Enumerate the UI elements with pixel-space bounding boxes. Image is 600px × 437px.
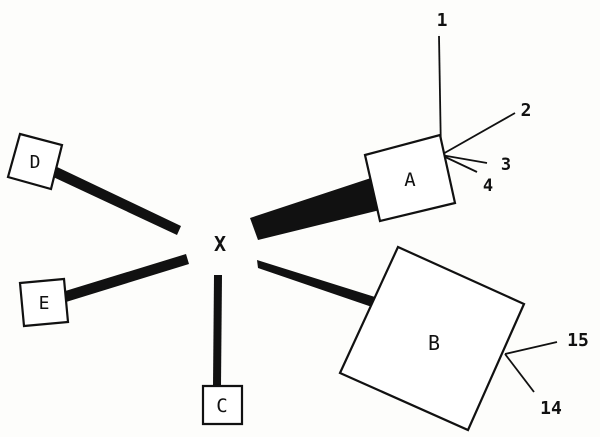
node-a-label: A — [404, 169, 416, 191]
ray-3 — [440, 154, 488, 164]
ray-2 — [440, 112, 516, 156]
node-d-label: D — [30, 152, 41, 173]
ray-label-4: 4 — [483, 176, 493, 196]
ray-label-2: 2 — [521, 100, 532, 121]
node-e-box — [18, 277, 70, 328]
ray-15 — [504, 341, 558, 355]
ray-label-3: 3 — [501, 155, 511, 175]
ray-4 — [440, 154, 478, 173]
node-b-label: B — [428, 331, 440, 355]
connector-x-d — [51, 166, 181, 235]
node-c-box — [201, 384, 244, 426]
node-c-label: C — [216, 395, 227, 417]
connector-x-e — [62, 254, 189, 302]
node-d-box — [6, 132, 64, 191]
center-x-label: X — [214, 232, 226, 256]
node-b-box — [338, 245, 526, 432]
connector-x-c — [213, 275, 222, 386]
ray-14 — [504, 353, 535, 393]
connector-x-b — [257, 260, 375, 307]
ray-label-1: 1 — [437, 10, 448, 31]
connector-x-a — [250, 175, 388, 240]
node-a-box — [363, 133, 457, 223]
node-e-label: E — [39, 293, 50, 314]
ray-label-14: 14 — [540, 398, 562, 419]
ray-label-15: 15 — [567, 330, 589, 351]
